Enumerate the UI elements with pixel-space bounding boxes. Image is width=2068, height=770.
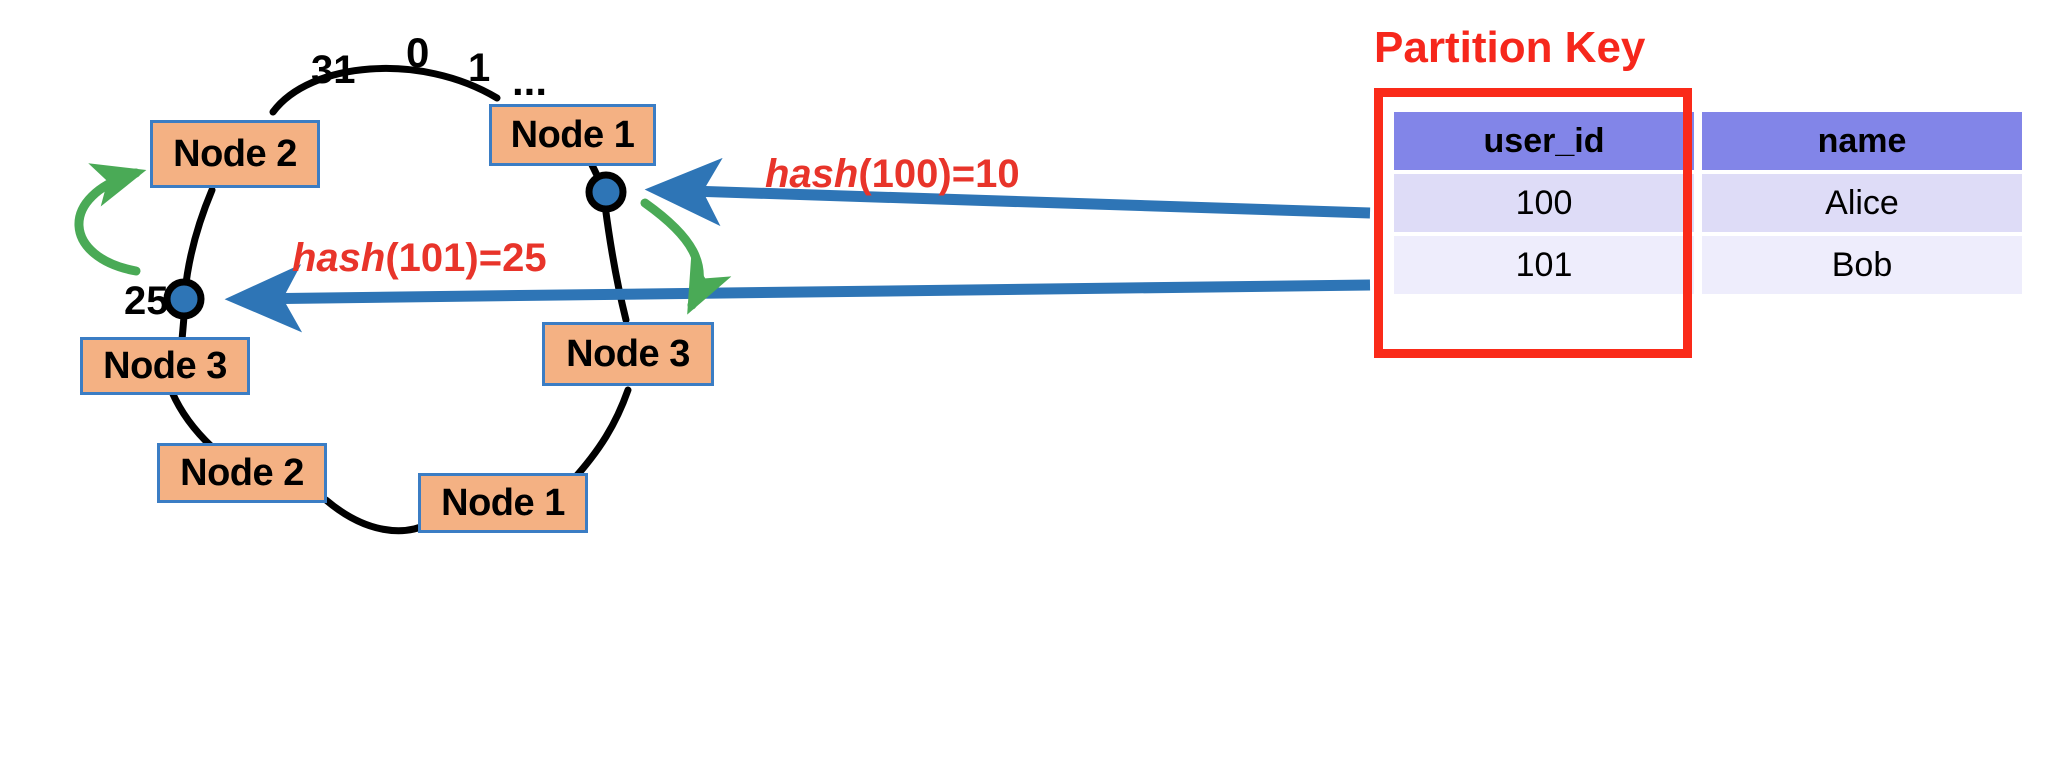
arrow-hash-101 bbox=[224, 264, 1371, 333]
hash-expr: (100)=10 bbox=[858, 152, 1020, 196]
cell-user-id: 101 bbox=[1394, 236, 1694, 294]
cell-spacer bbox=[1694, 174, 1702, 232]
hash-expr: (101)=25 bbox=[385, 236, 547, 280]
ring-tick-ellipsis: ... bbox=[512, 57, 548, 104]
table-header-row: user_id name bbox=[1394, 112, 2022, 170]
arrow-hash-100 bbox=[644, 157, 1371, 227]
column-header-user-id[interactable]: user_id bbox=[1394, 112, 1694, 170]
ring-arc-right bbox=[601, 201, 630, 324]
ring-tick-25: 25 bbox=[124, 279, 169, 323]
ring-arc-bottom bbox=[322, 496, 432, 535]
partition-key-title: Partition Key bbox=[1374, 23, 1646, 72]
token-dot-25[interactable] bbox=[163, 278, 205, 320]
user-data-table: user_id name 100 Alice 101 Bob bbox=[1394, 108, 2022, 298]
table-row[interactable]: 100 Alice bbox=[1394, 174, 2022, 232]
hash-label-101: hash(101)=25 bbox=[292, 238, 547, 278]
arrow-token10-to-node3 bbox=[640, 198, 732, 315]
node-box-node-1-top[interactable]: Node 1 bbox=[489, 104, 656, 166]
node-box-node-3-right[interactable]: Node 3 bbox=[542, 322, 714, 386]
node-box-node-1-bottom[interactable]: Node 1 bbox=[418, 473, 588, 533]
ring-arc-upper-left bbox=[181, 186, 216, 296]
node-box-node-3-left[interactable]: Node 3 bbox=[80, 337, 250, 395]
column-header-name[interactable]: name bbox=[1702, 112, 2022, 170]
table-row[interactable]: 101 Bob bbox=[1394, 236, 2022, 294]
hash-label-100: hash(100)=10 bbox=[765, 154, 1020, 194]
ring-tick-31: 31 bbox=[311, 48, 356, 92]
arrow-token25-to-node2 bbox=[74, 163, 147, 276]
node-box-node-2-top[interactable]: Node 2 bbox=[150, 120, 320, 188]
ring-arc-lower-left bbox=[168, 388, 216, 451]
hash-fn-name: hash bbox=[765, 152, 859, 196]
token-dot-10[interactable] bbox=[585, 171, 627, 213]
column-spacer bbox=[1694, 112, 1702, 170]
node-box-node-2-bottom[interactable]: Node 2 bbox=[157, 443, 327, 503]
ring-tick-1: 1 bbox=[468, 46, 491, 90]
ring-tick-0: 0 bbox=[406, 29, 430, 76]
hash-fn-name: hash bbox=[292, 236, 386, 280]
cell-name: Bob bbox=[1702, 236, 2022, 294]
hash-ring-arcs bbox=[168, 65, 632, 535]
cell-user-id: 100 bbox=[1394, 174, 1694, 232]
cell-name: Alice bbox=[1702, 174, 2022, 232]
ring-arc-top bbox=[269, 65, 501, 116]
ring-arc-bottom-right bbox=[568, 386, 632, 485]
ring-token-dots bbox=[163, 171, 627, 320]
hash-mapping-arrows bbox=[224, 157, 1371, 333]
token-ownership-arrows bbox=[74, 163, 732, 315]
cell-spacer bbox=[1694, 236, 1702, 294]
